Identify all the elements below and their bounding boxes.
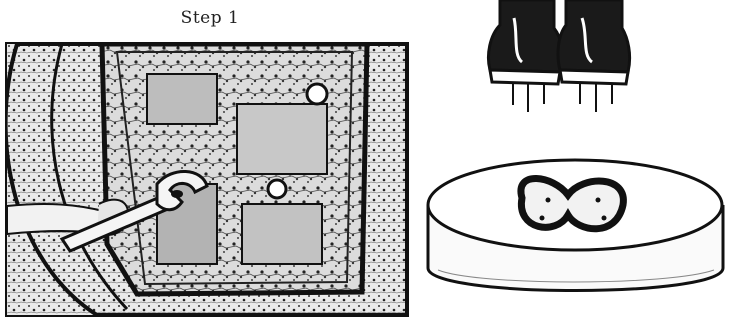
insole-disc-icon [428,160,723,291]
wrench-hatch-icon [7,44,407,315]
hatch-wrench-illustration [5,42,409,317]
boot-sole-icon [418,0,737,323]
step-caption: Step 1 [150,8,270,28]
boots-and-insole-illustration [418,0,737,323]
